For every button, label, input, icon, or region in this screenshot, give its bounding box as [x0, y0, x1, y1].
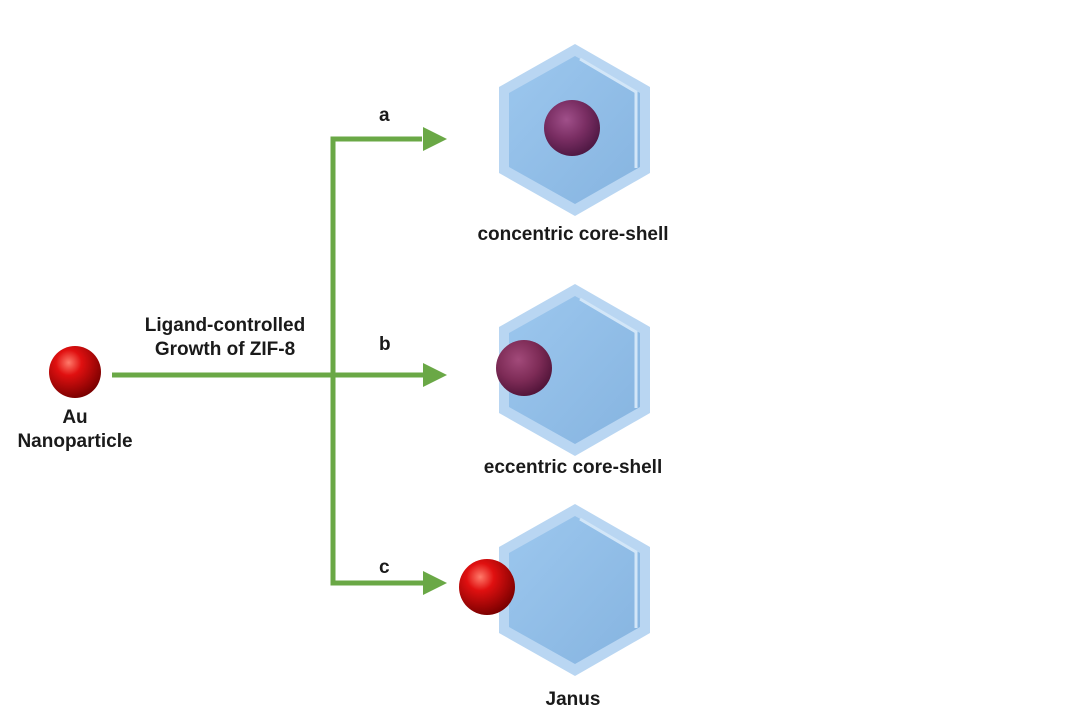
au-nanoparticle-icon: [49, 346, 101, 398]
au-core-eccentric: [496, 340, 552, 396]
hexagon-janus: [459, 504, 650, 676]
arrow-group: [112, 136, 425, 586]
branch-letter-a: a: [379, 105, 390, 126]
arrowhead-a: [423, 127, 447, 151]
au-label-line2: Nanoparticle: [17, 430, 133, 452]
au-core-concentric: [544, 100, 600, 156]
arrowheads: [423, 127, 447, 595]
hexagon-eccentric: [496, 284, 650, 456]
au-label-line1: Au: [62, 407, 88, 428]
au-particle-janus: [459, 559, 515, 615]
process-label: Ligand-controlled Growth of ZIF-8: [145, 314, 305, 362]
product-label-eccentric: eccentric core-shell: [483, 457, 663, 478]
branch-trunk: [330, 136, 425, 586]
product-label-concentric: concentric core-shell: [477, 224, 669, 245]
au-nanoparticle-label: Au Nanoparticle: [17, 406, 132, 454]
process-label-line1: Ligand-controlled: [144, 315, 306, 336]
arrowhead-c: [423, 571, 447, 595]
product-label-janus: Janus: [545, 689, 601, 710]
branch-letter-c: c: [379, 557, 390, 578]
hexagon-concentric: [499, 44, 650, 216]
process-label-line2: Growth of ZIF-8: [154, 338, 296, 360]
branch-letter-b: b: [379, 334, 391, 355]
arrowhead-b: [423, 363, 447, 387]
